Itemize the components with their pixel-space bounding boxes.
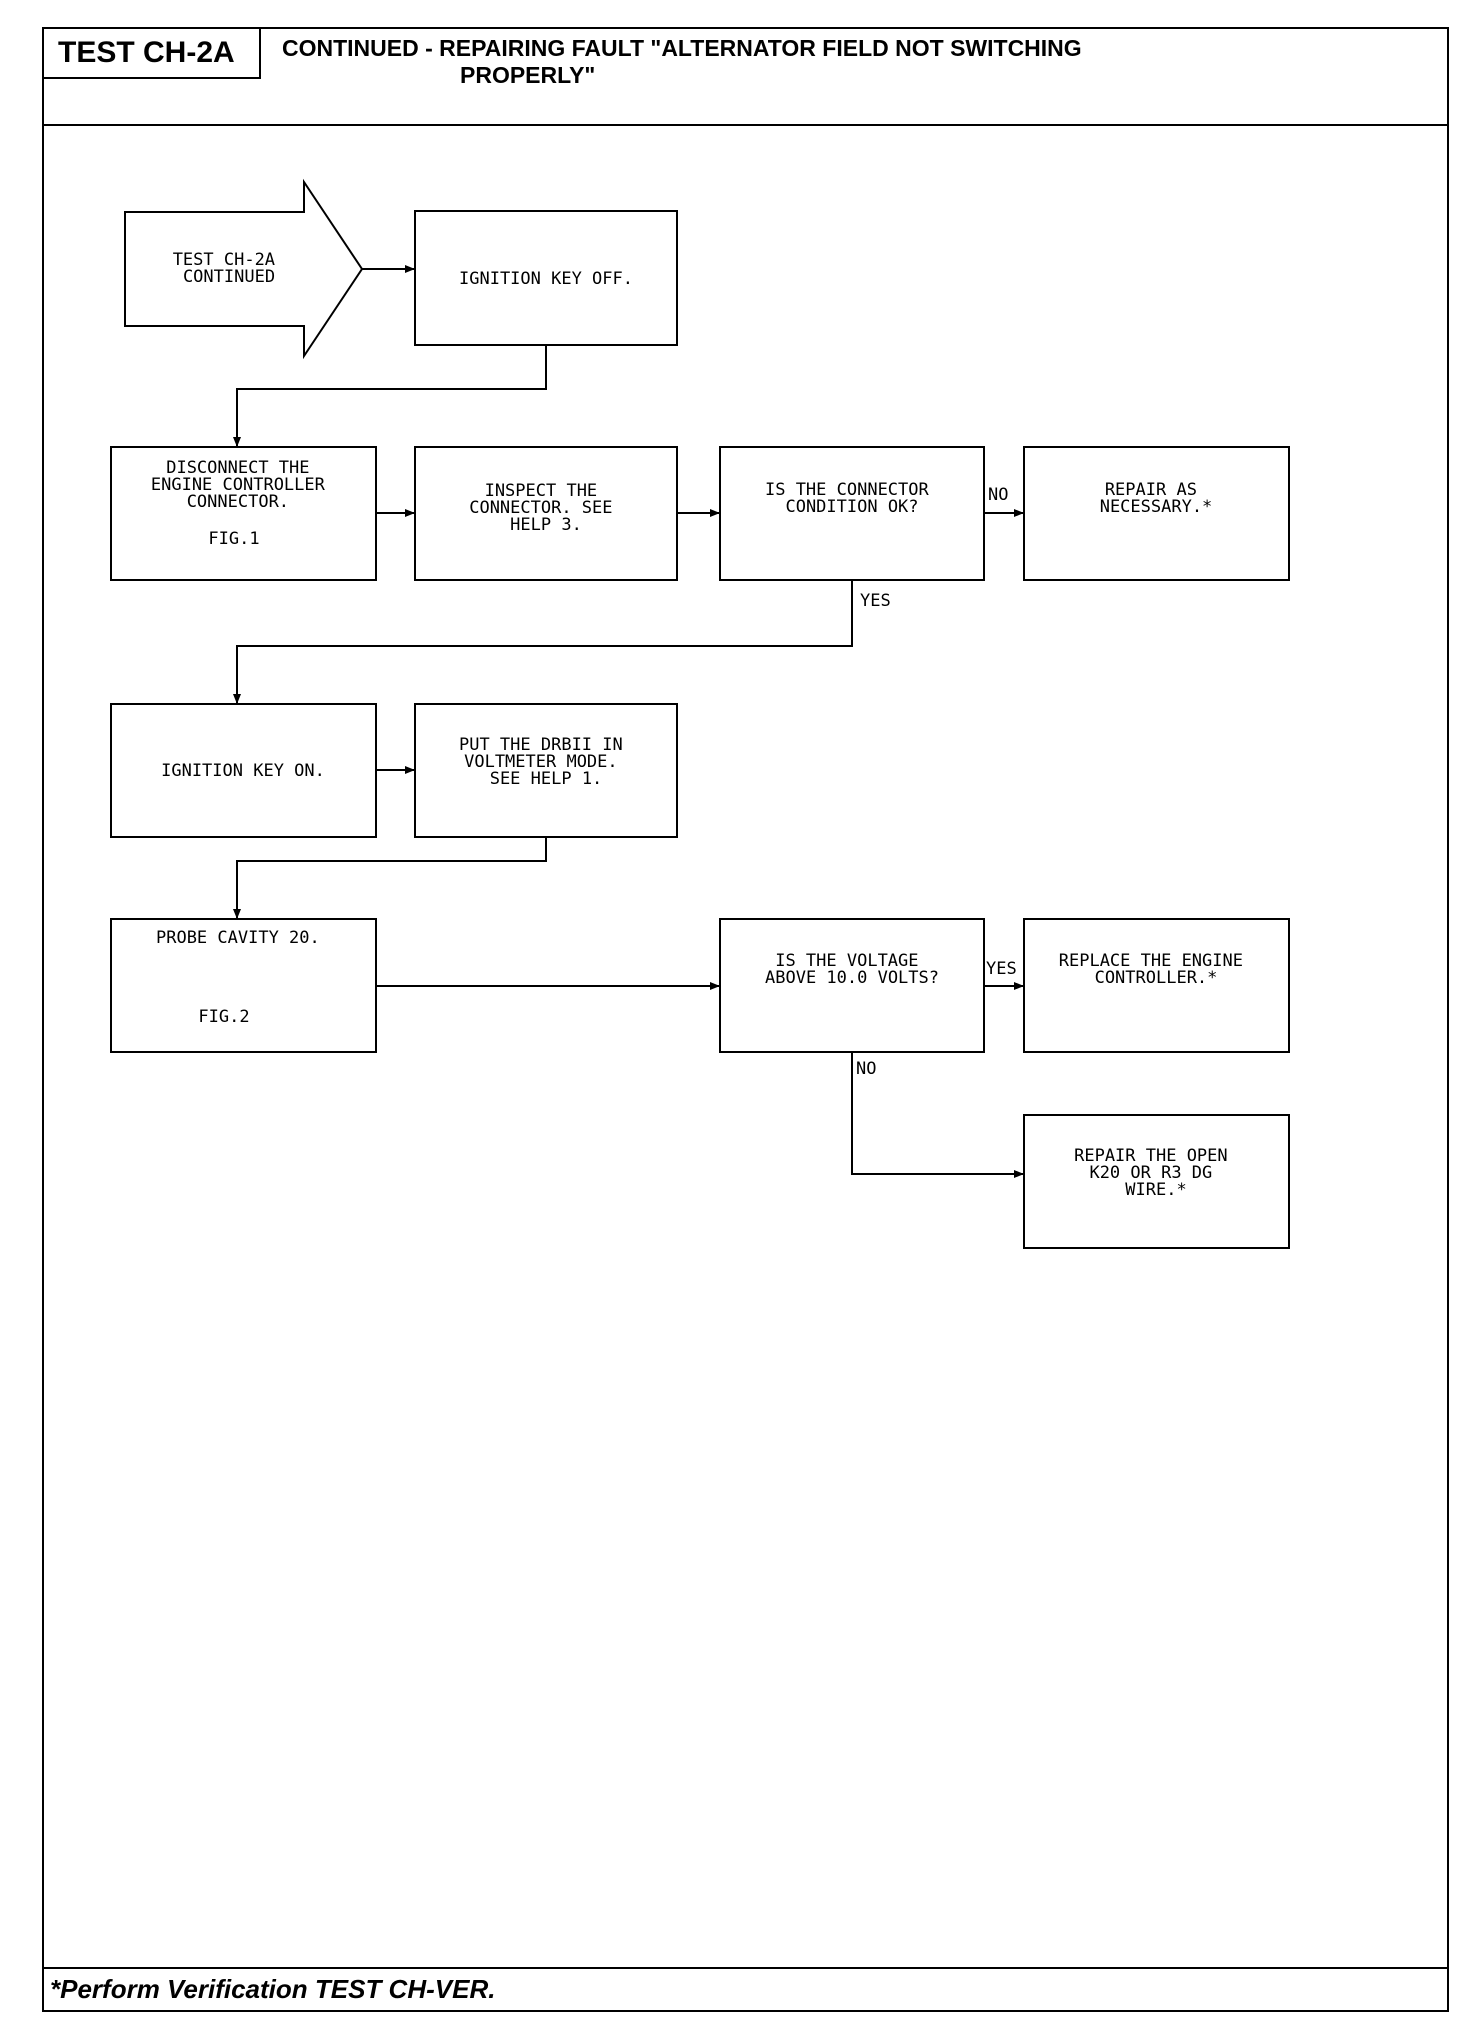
- voltmeter-line-2: VOLTMETER MODE.: [464, 752, 618, 772]
- repair-necessary-box: [1023, 446, 1290, 581]
- voltmeter-line-3: SEE HELP 1.: [490, 769, 603, 789]
- flowchart: TEST CH-2A CONTINUED IGNITION KEY OFF. D…: [110, 178, 1290, 1249]
- branch-label-no-2: NO: [856, 1059, 876, 1079]
- repair-open-box: [1023, 1114, 1290, 1249]
- ignition-off-box: [414, 210, 678, 346]
- probe-label: PROBE CAVITY 20. FIG.2: [156, 928, 330, 1027]
- branch-label-yes-2: YES: [986, 959, 1017, 979]
- connector-ok-label: IS THE CONNECTOR CONDITION OK?: [765, 480, 939, 517]
- test-id-box: TEST CH-2A: [44, 29, 261, 79]
- start-line-1: TEST CH-2A: [173, 250, 275, 270]
- disconnect-line-3: CONNECTOR.: [187, 492, 289, 512]
- disconnect-line-4: FIG.1: [208, 529, 259, 549]
- branch-label-no-1: NO: [988, 485, 1008, 505]
- test-id: TEST CH-2A: [58, 36, 235, 69]
- repair-open-line-3: WIRE.*: [1125, 1180, 1186, 1200]
- ignition-off-label: IGNITION KEY OFF.: [459, 269, 633, 289]
- repair-open-label: REPAIR THE OPEN K20 OR R3 DG WIRE.*: [1074, 1146, 1238, 1200]
- probe-line-2: FIG.2: [198, 1007, 249, 1027]
- repair-necessary-line-1: REPAIR AS: [1105, 480, 1197, 500]
- inspect-line-2: CONNECTOR. SEE: [469, 498, 612, 518]
- replace-controller-label: REPLACE THE ENGINE CONTROLLER.*: [1059, 951, 1253, 988]
- start-line-2: CONTINUED: [183, 267, 275, 287]
- footer-note: *Perform Verification TEST CH-VER.: [50, 1974, 496, 2004]
- voltmeter-line-1: PUT THE DRBII IN: [459, 735, 623, 755]
- ignition-off-line-1: IGNITION KEY OFF.: [459, 269, 633, 289]
- ignition-on-box: [110, 703, 377, 838]
- page-header: TEST CH-2A CONTINUED - REPAIRING FAULT "…: [44, 29, 1447, 126]
- disconnect-label: DISCONNECT THE ENGINE CONTROLLER CONNECT…: [151, 458, 335, 549]
- arrow-voltmeter-to-probe: [233, 837, 547, 919]
- disconnect-line-2: ENGINE CONTROLLER: [151, 475, 326, 495]
- repair-open-line-2: K20 OR R3 DG: [1089, 1163, 1212, 1183]
- branch-label-yes-1: YES: [860, 591, 891, 611]
- page-title: CONTINUED - REPAIRING FAULT "ALTERNATOR …: [282, 35, 1422, 89]
- disconnect-box: [110, 446, 377, 581]
- ignition-on-line-1: IGNITION KEY ON.: [161, 761, 325, 781]
- replace-controller-box: [1023, 918, 1290, 1053]
- repair-necessary-line-2: NECESSARY.*: [1100, 497, 1213, 517]
- arrow-ignition-off-to-disconnect: [233, 345, 547, 447]
- probe-line-1: PROBE CAVITY 20.: [156, 928, 320, 948]
- inspect-label: INSPECT THE CONNECTOR. SEE HELP 3.: [469, 481, 623, 535]
- voltage-check-line-1: IS THE VOLTAGE: [775, 951, 918, 971]
- ignition-on-label: IGNITION KEY ON.: [161, 761, 325, 781]
- page-title-line-1: CONTINUED - REPAIRING FAULT "ALTERNATOR …: [282, 35, 1082, 61]
- voltage-check-label: IS THE VOLTAGE ABOVE 10.0 VOLTS?: [765, 951, 939, 988]
- replace-controller-line-1: REPLACE THE ENGINE: [1059, 951, 1243, 971]
- repair-open-line-1: REPAIR THE OPEN: [1074, 1146, 1228, 1166]
- connector-ok-box: [719, 446, 985, 581]
- page-footer: *Perform Verification TEST CH-VER.: [44, 1967, 1447, 2010]
- inspect-line-3: HELP 3.: [510, 515, 582, 535]
- arrow-voltage-no: [851, 1052, 1024, 1178]
- start-label: TEST CH-2A CONTINUED: [173, 250, 286, 287]
- start-arrow-shape: [124, 178, 364, 360]
- replace-controller-line-2: CONTROLLER.*: [1095, 968, 1218, 988]
- voltage-check-line-2: ABOVE 10.0 VOLTS?: [765, 968, 939, 988]
- voltmeter-label: PUT THE DRBII IN VOLTMETER MODE. SEE HEL…: [459, 735, 633, 789]
- inspect-box: [414, 446, 678, 581]
- inspect-line-1: INSPECT THE: [485, 481, 598, 501]
- document-page: TEST CH-2A CONTINUED - REPAIRING FAULT "…: [42, 27, 1449, 2012]
- connector-ok-line-2: CONDITION OK?: [785, 497, 918, 517]
- arrow-connector-ok-yes: [233, 580, 853, 704]
- connector-ok-line-1: IS THE CONNECTOR: [765, 480, 930, 500]
- probe-box: [110, 918, 377, 1053]
- page-title-line-2: PROPERLY": [460, 62, 596, 88]
- repair-necessary-label: REPAIR AS NECESSARY.*: [1100, 480, 1213, 517]
- voltmeter-box: [414, 703, 678, 838]
- disconnect-line-1: DISCONNECT THE: [166, 458, 309, 478]
